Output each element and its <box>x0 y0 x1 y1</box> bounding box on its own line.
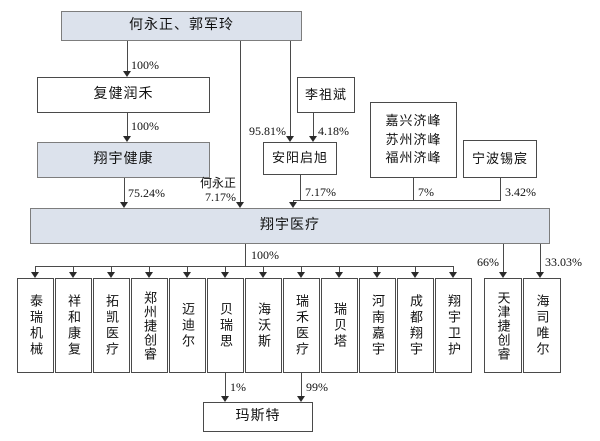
arrow-sub9 <box>335 272 343 278</box>
arrow-sub1 <box>31 272 39 278</box>
edge-fujian-health-line <box>127 113 128 139</box>
label-health-medical: 75.24% <box>128 186 165 200</box>
arrow-sub7 <box>259 272 267 278</box>
node-haisiweier: 海司唯尔 <box>523 278 561 373</box>
edge-ruihe-masite-line <box>301 373 302 399</box>
arrow-fujian-health <box>123 136 131 142</box>
edge-drop-sub3-line <box>111 266 112 275</box>
node-tianjin-jiechuangrui: 天津捷创睿 <box>484 278 522 373</box>
node-sub-henan-jiayu: 河南嘉宇 <box>359 278 396 373</box>
node-xiangyu-health: 翔宇健康 <box>37 142 210 178</box>
edge-drop-sub6-line <box>225 266 226 275</box>
node-sub-tuokai-yiliao: 拓凯医疗 <box>93 278 130 373</box>
arrow-sub11 <box>411 272 419 278</box>
edge-ningbo-join-line <box>500 178 501 201</box>
edge-drop-sub12-line <box>453 266 454 275</box>
edge-drop-sub8-line <box>301 266 302 275</box>
arrow-ruihe-masite <box>297 396 305 402</box>
node-sub-ruibeita: 瑞贝塔 <box>321 278 358 373</box>
label-ruihe-masite: 99% <box>306 380 328 394</box>
edge-beiruisi-masite-line <box>225 373 226 399</box>
edge-parents-fujian-line <box>127 41 128 74</box>
edge-jifeng-join-line <box>413 178 414 201</box>
edge-drop-sub2-line <box>73 266 74 275</box>
arrow-sub2 <box>69 272 77 278</box>
edge-drop-sub11-line <box>415 266 416 275</box>
arrow-sub5 <box>183 272 191 278</box>
node-sub-beiruisi: 贝瑞思 <box>207 278 244 373</box>
arrow-sub12 <box>449 272 457 278</box>
edge-drop-sub10-line <box>377 266 378 275</box>
node-sub-ruihe-yiliao: 瑞禾医疗 <box>283 278 320 373</box>
node-anyang-qixu: 安阳启旭 <box>263 142 337 175</box>
label-heyongzheng-direct: 何永正 7.17% <box>199 176 236 204</box>
arrow-li-anyang <box>309 136 317 142</box>
node-sub-zhengzhou-jiechuangrui: 郑州捷创睿 <box>131 278 168 373</box>
edge-medical-tianjin-line <box>503 244 504 275</box>
edge-drop-sub1-line <box>35 266 36 275</box>
arrow-parents-fujian <box>123 71 131 77</box>
node-sub-tairui-jixie: 泰瑞机械 <box>17 278 54 373</box>
arrow-heyongzheng-medical <box>236 202 244 208</box>
node-sub-haiwosi: 海沃斯 <box>245 278 282 373</box>
node-sub-xiangyu-weihu: 翔宇卫护 <box>435 278 472 373</box>
node-sub-maidier: 迈迪尔 <box>169 278 206 373</box>
node-xiangyu-medical: 翔宇医疗 <box>30 208 550 244</box>
label-medical-haisi: 33.03% <box>545 255 582 269</box>
node-fujian-runhe: 复健润禾 <box>37 77 210 113</box>
edge-drop-sub5-line <box>187 266 188 275</box>
node-sub-xianghe-kangfu: 祥和康复 <box>55 278 92 373</box>
arrow-health-medical <box>120 202 128 208</box>
edge-drop-sub4-line <box>149 266 150 275</box>
arrow-sub4 <box>145 272 153 278</box>
edge-medical-subs-stem-line <box>245 244 246 266</box>
edge-li-anyang-line <box>313 113 314 139</box>
edge-medical-haisi-line <box>540 244 541 275</box>
node-sub-chengdu-xiangyu: 成都翔宇 <box>397 278 434 373</box>
label-ningbo-medical: 3.42% <box>505 185 536 199</box>
label-parents-anyang: 95.81% <box>249 124 286 138</box>
label-medical-tianjin: 66% <box>477 255 499 269</box>
arrow-join-medical <box>289 202 297 208</box>
node-masite: 玛斯特 <box>203 402 313 432</box>
arrow-beiruisi-masite <box>221 396 229 402</box>
arrow-medical-tianjin <box>499 272 507 278</box>
edge-health-medical-line <box>124 178 125 205</box>
arrow-sub10 <box>373 272 381 278</box>
node-parents: 何永正、郭军玲 <box>61 11 302 41</box>
label-medical-subs: 100% <box>251 248 279 262</box>
arrow-sub3 <box>107 272 115 278</box>
edge-drop-sub7-line <box>263 266 264 275</box>
node-ningbo-xichen: 宁波锡宸 <box>463 140 537 178</box>
edge-anyang-join-line <box>300 175 301 201</box>
label-jifeng-medical: 7% <box>418 185 434 199</box>
edge-subs-branch-line <box>35 266 454 267</box>
label-li-anyang: 4.18% <box>318 124 349 138</box>
label-beiruisi-masite: 1% <box>230 380 246 394</box>
arrow-medical-haisi <box>536 272 544 278</box>
arrow-parents-anyang <box>286 136 294 142</box>
label-fujian-health: 100% <box>131 119 159 133</box>
edge-join-horizontal-line <box>293 200 501 201</box>
arrow-sub8 <box>297 272 305 278</box>
arrow-sub6 <box>221 272 229 278</box>
edge-heyongzheng-medical-line <box>240 41 241 205</box>
edge-parents-anyang-line <box>290 41 291 139</box>
label-parents-fujian: 100% <box>131 58 159 72</box>
node-li-zubin: 李祖斌 <box>297 77 355 113</box>
node-jifeng-group: 嘉兴济峰 苏州济峰 福州济峰 <box>370 102 457 178</box>
edge-drop-sub9-line <box>339 266 340 275</box>
label-anyang-medical: 7.17% <box>305 185 336 199</box>
